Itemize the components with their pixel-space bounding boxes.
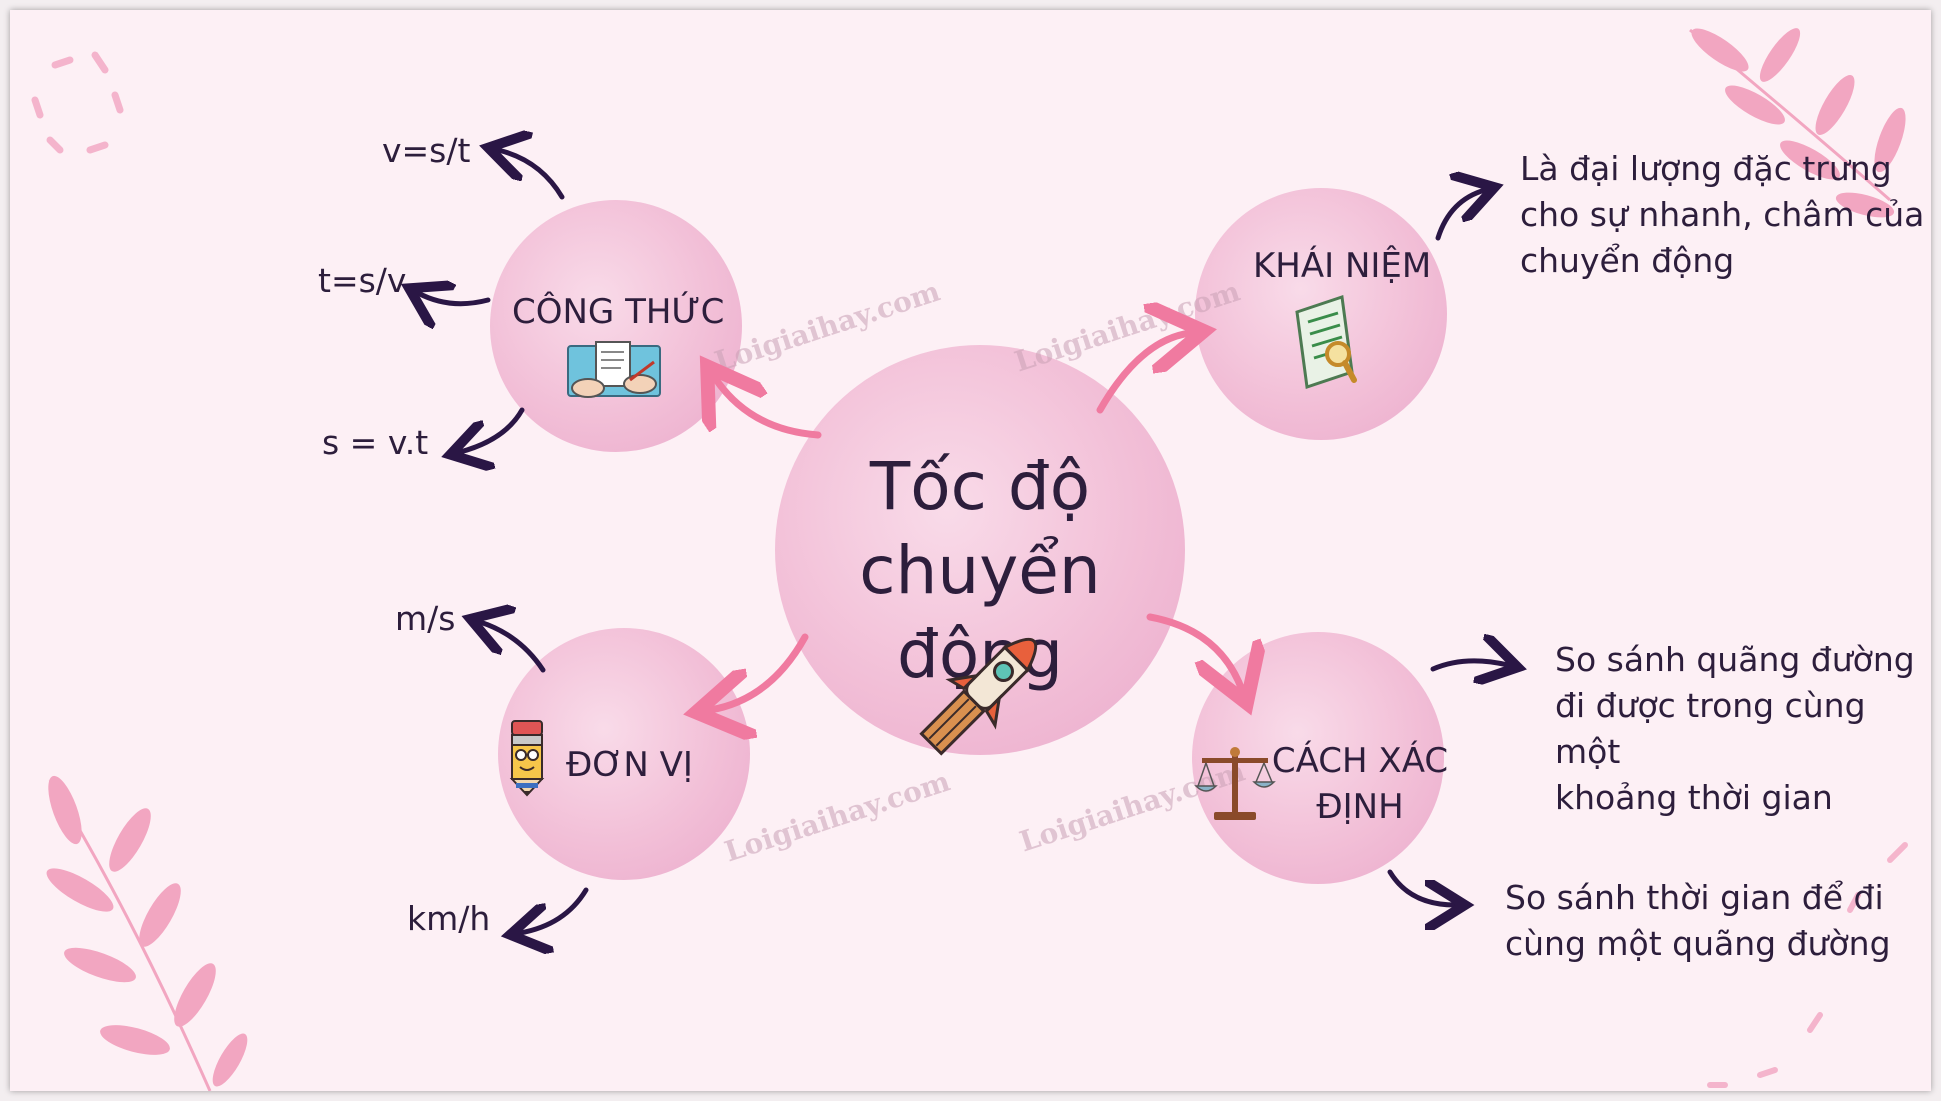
pencil-character-icon [509,720,545,797]
concept-desc-line1: Là đại lượng đặc trưng [1520,149,1892,188]
formula-title: CÔNG THỨC [512,292,725,332]
method-title: CÁCH XÁC ĐỊNH [1270,738,1450,830]
method-way1-line2: đi được trong cùng một [1555,686,1866,771]
concept-title: KHÁI NIỆM [1253,246,1432,286]
arrow-svt [460,407,525,452]
dash-ring-bottom-right [1707,842,1908,1088]
method-way1: So sánh quãng đường đi được trong cùng m… [1555,637,1931,821]
arrow-concept-desc [1435,190,1485,241]
concept-desc-line3: chuyển động [1520,241,1735,280]
method-way1-line1: So sánh quãng đường [1555,640,1915,679]
arrow-to-unit [710,633,809,710]
method-title-line1: CÁCH XÁC [1271,741,1449,781]
balance-scale-icon [1194,747,1276,820]
formula-item-tsv: t=s/v [318,261,407,300]
unit-item-kmh: km/h [407,899,491,938]
formula-item-vst: v=s/t [382,131,471,170]
mindmap-frame: Loigiaihay.com Loigiaihay.com Loigiaihay… [10,10,1931,1091]
arrow-tsv [418,293,491,304]
dash-ring-top-left [31,51,124,154]
method-way1-line3: khoảng thời gian [1555,778,1833,817]
arrow-way2 [1387,869,1455,905]
center-title-line2: chuyển động [859,532,1101,693]
formula-item-svt: s = v.t [322,423,429,462]
method-way2-line2: cùng một quãng đường [1505,924,1891,963]
method-way2: So sánh thời gian để đi cùng một quãng đ… [1505,875,1891,967]
arrow-way1 [1430,661,1508,669]
arrow-to-method [1146,613,1242,690]
unit-item-ms: m/s [395,599,456,638]
concept-description: Là đại lượng đặc trưng cho sự nhanh, châ… [1520,146,1924,284]
center-title-line1: Tốc độ [869,448,1091,525]
arrow-kmh [520,887,589,933]
rocket-icon [919,637,1038,756]
arrow-vst [498,150,565,200]
center-title: Tốc độ chuyển động [780,445,1180,697]
arrow-to-concept [1096,333,1190,414]
concept-desc-line2: cho sự nhanh, châm của [1520,195,1925,234]
arrow-layer [10,10,1931,1091]
arrow-ms [480,622,546,673]
document-magnifier-icon [1295,295,1357,389]
leaf-branch-top-right [1689,28,1906,218]
decoration-layer [31,28,1908,1091]
leaf-branch-bottom-left [46,775,248,1091]
writing-hand-icon [567,341,661,398]
unit-title: ĐƠN VỊ [566,745,693,785]
method-way2-line1: So sánh thời gian để đi [1505,878,1884,917]
method-title-line2: ĐỊNH [1316,787,1404,827]
arrow-to-formula [715,378,822,439]
